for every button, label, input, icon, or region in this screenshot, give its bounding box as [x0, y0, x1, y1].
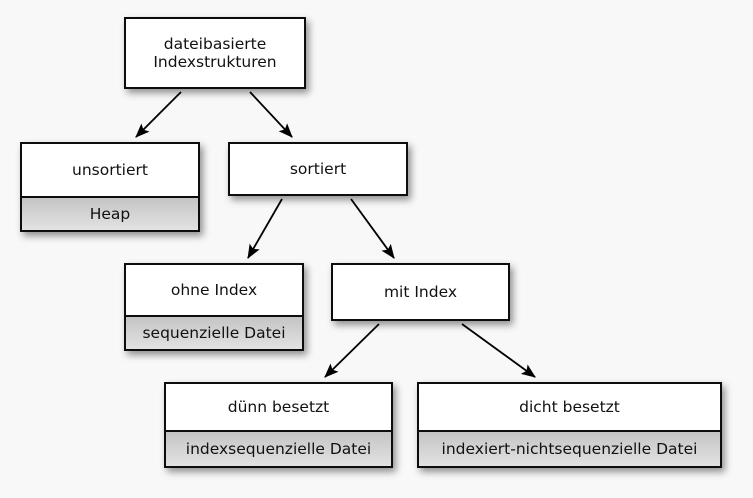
- node-subtitle-dicht-besetzt: indexiert-nichtsequenzielle Datei: [419, 430, 720, 466]
- node-root[interactable]: dateibasierte Indexstrukturen: [124, 17, 306, 89]
- node-title-mit-index: mit Index: [333, 265, 508, 319]
- node-title-duenn-besetzt: dünn besetzt: [166, 384, 391, 430]
- node-title-ohne-index: ohne Index: [126, 265, 302, 315]
- edge-sortiert-ohne-index: [247, 198, 283, 259]
- node-mit-index[interactable]: mit Index: [331, 263, 510, 321]
- node-subtitle-unsortiert: Heap: [22, 196, 198, 230]
- node-title-unsortiert: unsortiert: [22, 144, 198, 196]
- node-subtitle-duenn-besetzt: indexsequenzielle Datei: [166, 430, 391, 466]
- node-title-sortiert: sortiert: [230, 144, 406, 194]
- edge-mit-index-duenn: [324, 323, 380, 378]
- node-sortiert[interactable]: sortiert: [228, 142, 408, 196]
- edge-root-sortiert: [249, 91, 293, 138]
- edge-mit-index-dicht: [461, 323, 536, 378]
- edge-sortiert-mit-index: [350, 198, 395, 259]
- node-title-root: dateibasierte Indexstrukturen: [126, 19, 304, 87]
- node-title-dicht-besetzt: dicht besetzt: [419, 384, 720, 430]
- node-subtitle-ohne-index: sequenzielle Datei: [126, 315, 302, 349]
- edge-root-unsortiert: [135, 91, 182, 138]
